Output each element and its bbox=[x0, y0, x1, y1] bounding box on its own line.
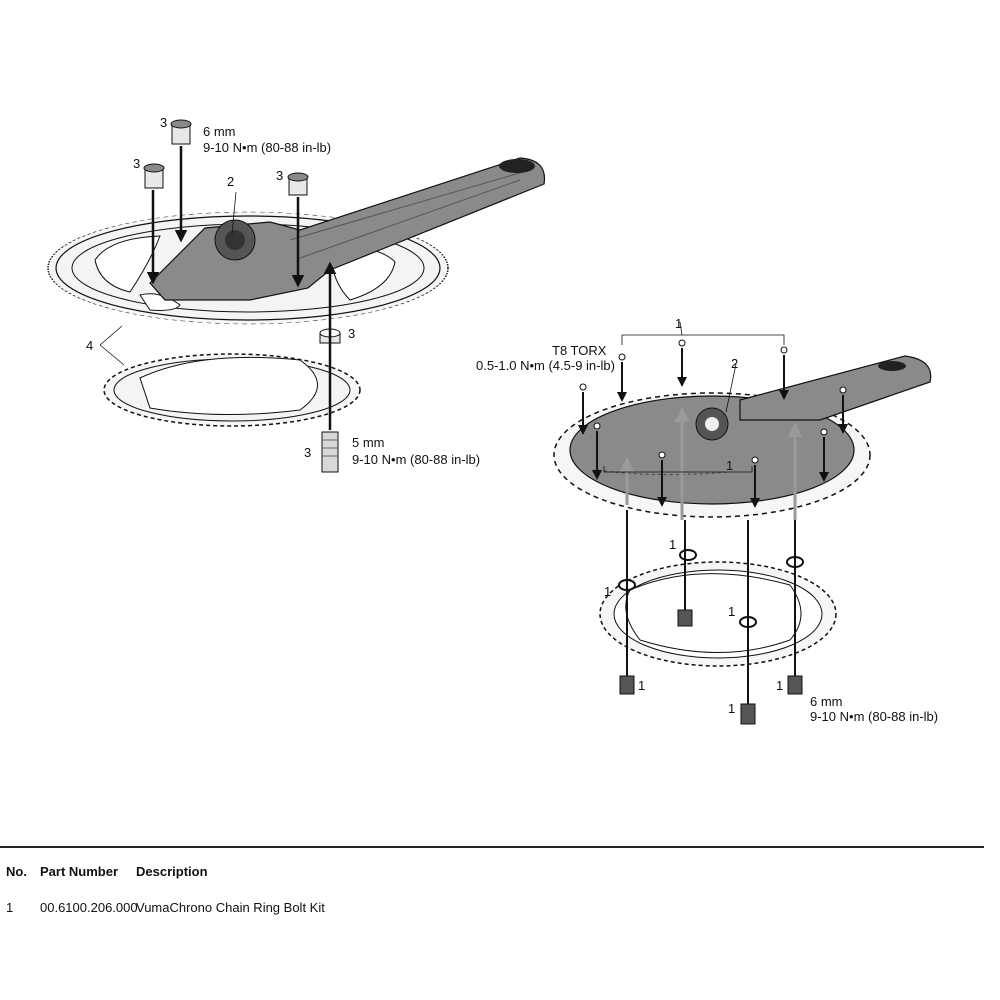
torx-screw-callout: 1 bbox=[675, 316, 682, 331]
column-header-part-number: Part Number bbox=[40, 864, 119, 879]
bolt-callout: 3 bbox=[160, 115, 167, 130]
crank-arm bbox=[149, 157, 546, 301]
cover-callout: 1 bbox=[726, 458, 733, 473]
bolt-callout: 1 bbox=[776, 678, 783, 693]
chainring-bolt bbox=[740, 703, 756, 725]
left-crankset-assembly: 3 3 3 6 mm 9-10 N•m (80-88 in-lb) 2 4 3 … bbox=[47, 115, 546, 473]
table-divider bbox=[0, 846, 984, 848]
tool-size-label: 6 mm bbox=[203, 124, 236, 139]
chainring-bolt bbox=[677, 609, 693, 627]
spacer-ring bbox=[679, 549, 697, 561]
column-header-description: Description bbox=[136, 864, 208, 879]
crank-arm bbox=[739, 355, 932, 421]
bolt-callout: 1 bbox=[638, 678, 645, 693]
torque-label: 9-10 N•m (80-88 in-lb) bbox=[203, 140, 331, 155]
sleeve-tool-size-label: 5 mm bbox=[352, 435, 385, 450]
table-cell-description: VumaChrono Chain Ring Bolt Kit bbox=[136, 900, 325, 915]
spacer-callout: 1 bbox=[669, 537, 676, 552]
spacer-callout: 3 bbox=[348, 326, 355, 341]
spider-callout: 2 bbox=[227, 174, 234, 189]
tool-size-label: 6 mm bbox=[810, 694, 843, 709]
spacer-callout: 1 bbox=[728, 604, 735, 619]
right-crankset-assembly: 1 T8 TORX 0.5-1.0 N•m (4.5-9 in-lb) 2 1 … bbox=[476, 316, 938, 725]
chainring-cover bbox=[569, 395, 855, 505]
tool-label: T8 TORX bbox=[552, 343, 607, 358]
bolt-callout: 3 bbox=[276, 168, 283, 183]
chainring-bolt bbox=[170, 119, 192, 145]
chainring-callout: 4 bbox=[86, 338, 93, 353]
pedal-eye bbox=[878, 361, 906, 371]
table-cell-part-number: 00.6100.206.000 bbox=[40, 900, 138, 915]
chainring-bolt bbox=[143, 163, 165, 189]
torque-label: 9-10 N•m (80-88 in-lb) bbox=[810, 709, 938, 724]
table-cell-no: 1 bbox=[6, 900, 14, 915]
spacer-callout: 1 bbox=[604, 584, 611, 599]
chainring-bolt bbox=[287, 172, 309, 196]
pedal-eye bbox=[499, 159, 535, 173]
chainring-bolt bbox=[787, 675, 803, 695]
sleeve-callout: 3 bbox=[304, 445, 311, 460]
column-header-no: No. bbox=[6, 864, 27, 879]
chainring-bolt bbox=[619, 675, 635, 695]
spider-callout: 2 bbox=[731, 356, 738, 371]
bolt-callout: 1 bbox=[728, 701, 735, 716]
tool-torque-label: 0.5-1.0 N•m (4.5-9 in-lb) bbox=[476, 358, 615, 373]
exploded-assembly-diagram: 3 3 3 6 mm 9-10 N•m (80-88 in-lb) 2 4 3 … bbox=[47, 115, 938, 725]
sleeve-nut bbox=[321, 431, 339, 473]
sleeve-torque-label: 9-10 N•m (80-88 in-lb) bbox=[352, 452, 480, 467]
bolt-callout: 3 bbox=[133, 156, 140, 171]
